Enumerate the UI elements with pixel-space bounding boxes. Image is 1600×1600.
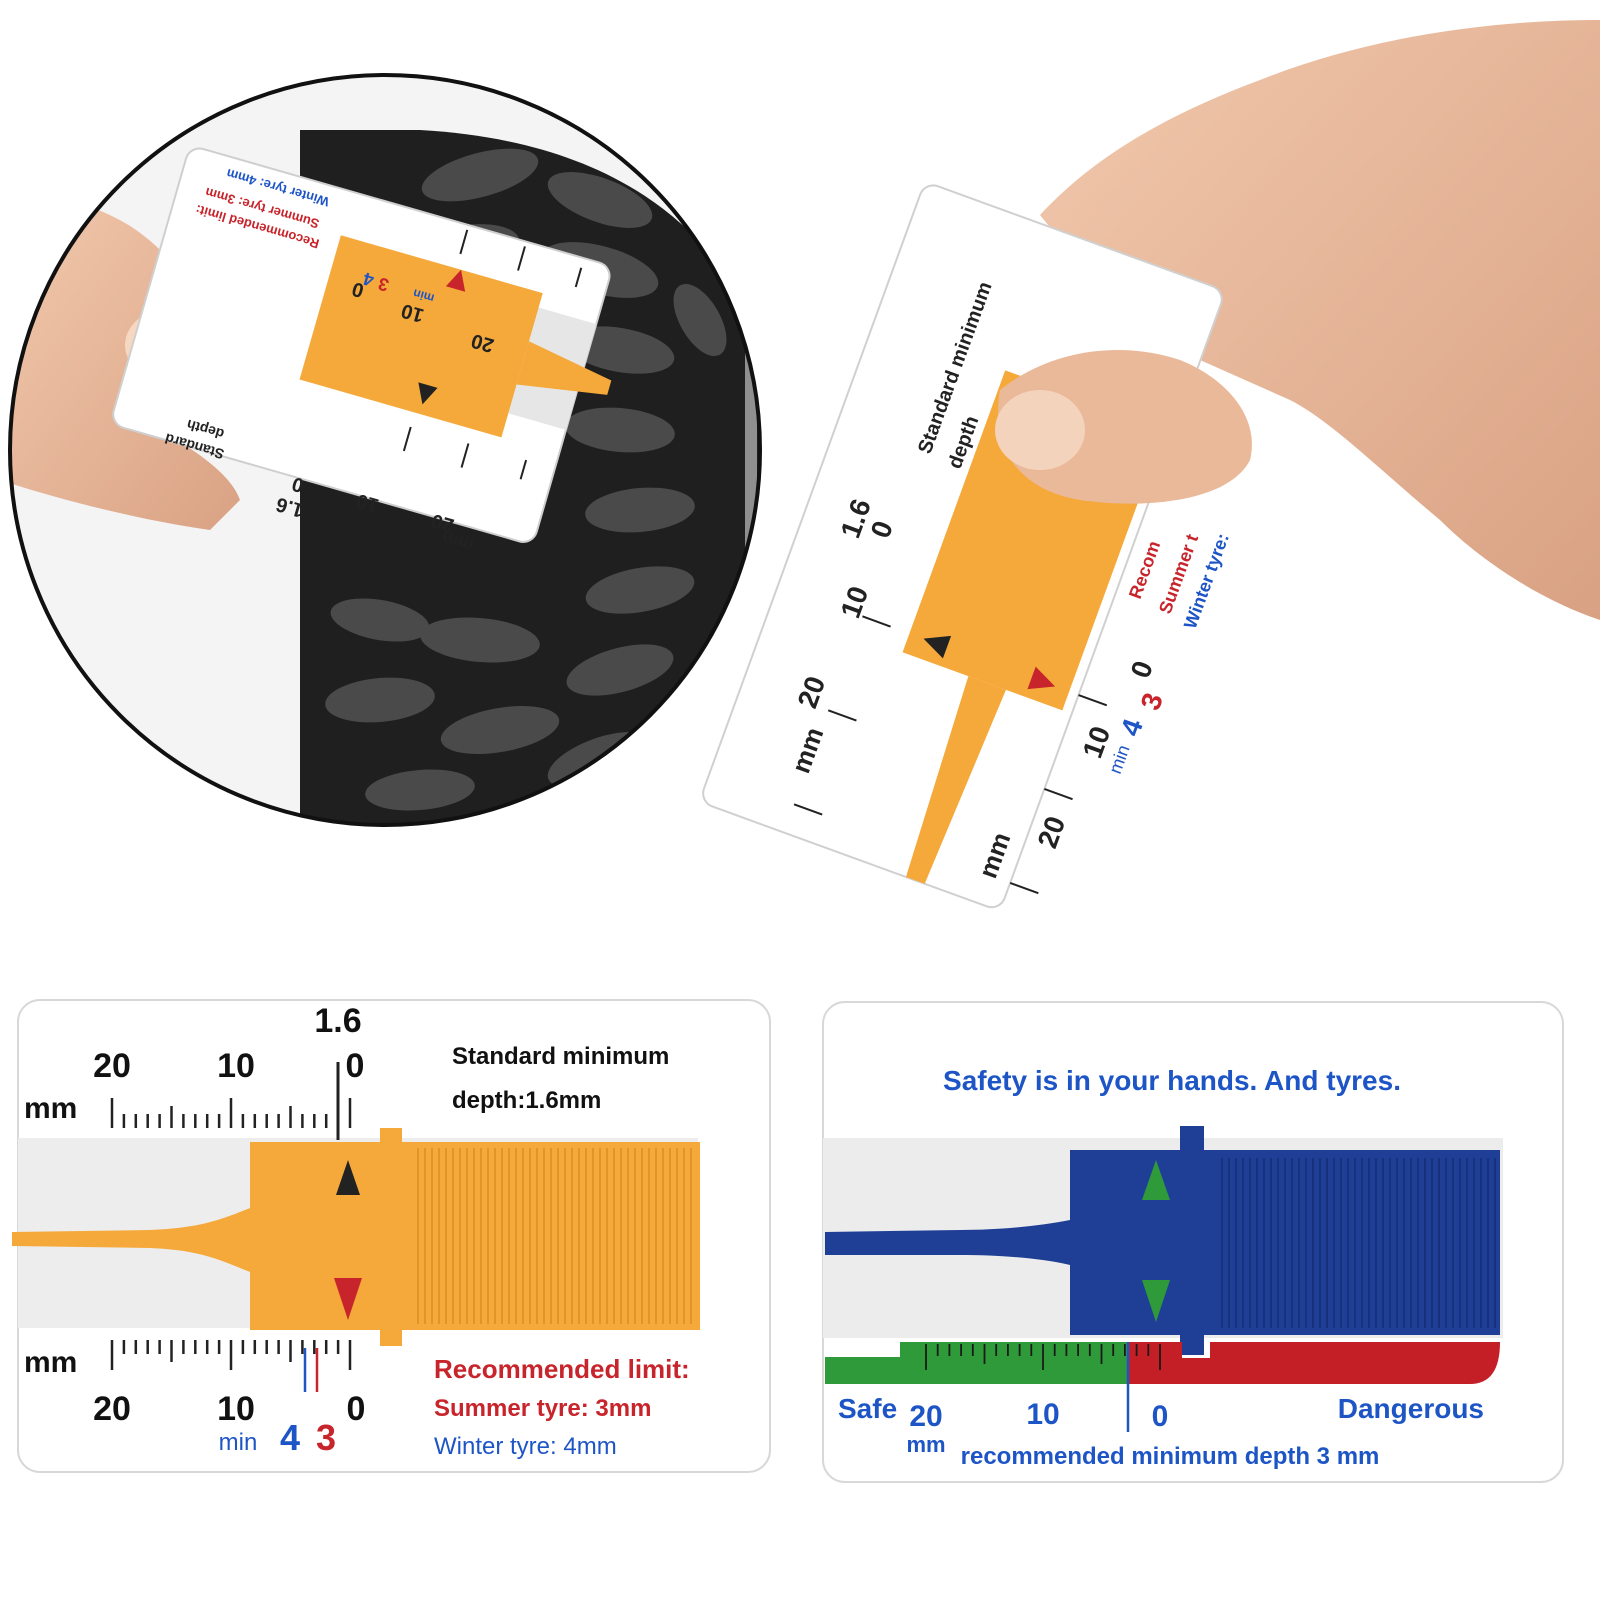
orange-bottom-min-4: 4 [280, 1417, 300, 1458]
orange-top-1-6: 1.6 [314, 1002, 361, 1040]
blue-gauge: Safety is in your hands. And tyres. Safe… [822, 1001, 1564, 1483]
blue-dangerous-label: Dangerous [1338, 1393, 1484, 1424]
orange-winter-tyre: Winter tyre: 4mm [434, 1433, 617, 1460]
tire-card-label-min: min [411, 286, 435, 305]
blue-safe-label: Safe [838, 1393, 897, 1424]
blue-recommended-text: recommended minimum depth 3 mm [961, 1443, 1380, 1470]
arrow-down-icon [334, 1278, 362, 1320]
hand-card-label-20-bot: 20 [1032, 812, 1072, 852]
hand-card-label-0-bot: 0 [1125, 657, 1159, 682]
tire-photo: 20 10 0 3 4 min 20 10 0 1.6 mm Standard … [8, 73, 762, 827]
orange-gauge: 20 10 0 1.6 mm Standard minimum depth:1.… [12, 999, 771, 1473]
danger-zone-bar [1128, 1342, 1500, 1384]
orange-top-20: 20 [93, 1047, 131, 1085]
orange-top-unit: mm [24, 1092, 77, 1125]
blue-unit: mm [906, 1432, 945, 1457]
orange-bottom-0: 0 [347, 1390, 366, 1428]
orange-bottom-min: min [219, 1429, 258, 1456]
orange-summer-tyre: Summer tyre: 3mm [434, 1395, 651, 1422]
hand-card-label-3: 3 [1135, 689, 1169, 714]
arrow-down-icon [1142, 1280, 1170, 1322]
arrow-up-icon [1142, 1160, 1170, 1200]
blue-label-0: 0 [1152, 1400, 1169, 1433]
hand-photo: Standard minimum depth Recom Summer t Wi… [702, 20, 1600, 909]
hand-icon [1040, 20, 1600, 620]
blue-label-20: 20 [909, 1400, 942, 1433]
orange-recommended-title: Recommended limit: [434, 1354, 690, 1384]
hand-card-label-4: 4 [1115, 714, 1150, 740]
orange-bottom-10: 10 [217, 1390, 255, 1428]
arrow-up-icon [336, 1160, 360, 1195]
orange-standard-line1: Standard minimum [452, 1043, 669, 1070]
orange-bottom-20: 20 [93, 1390, 131, 1428]
orange-standard-line2: depth:1.6mm [452, 1087, 601, 1114]
orange-top-0: 0 [346, 1047, 365, 1085]
orange-top-10: 10 [217, 1047, 255, 1085]
blue-slogan: Safety is in your hands. And tyres. [943, 1065, 1401, 1096]
blue-label-10: 10 [1026, 1398, 1059, 1431]
blue-slider[interactable] [825, 1126, 1500, 1355]
safe-zone-bar [825, 1342, 1128, 1384]
orange-bottom-min-3: 3 [316, 1417, 336, 1458]
orange-slider[interactable] [12, 1128, 700, 1346]
orange-bottom-unit: mm [24, 1346, 77, 1379]
tire-gauge-card [112, 147, 612, 543]
